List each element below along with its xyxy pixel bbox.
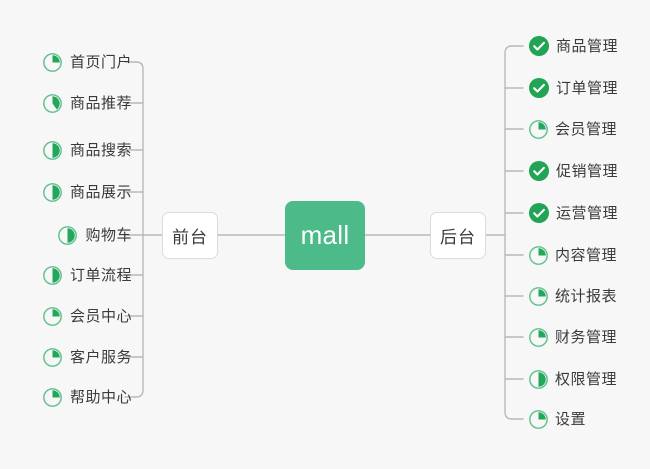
pie-progress-icon bbox=[42, 140, 63, 161]
leaf-item-label: 商品搜索 bbox=[69, 141, 132, 159]
pie-progress-icon bbox=[528, 369, 549, 390]
pie-progress-icon bbox=[42, 93, 63, 114]
leaf-item-label: 财务管理 bbox=[555, 328, 618, 346]
pie-progress-icon bbox=[57, 225, 78, 246]
leaf-item-label: 统计报表 bbox=[555, 287, 618, 305]
leaf-item[interactable]: 会员管理 bbox=[528, 117, 617, 141]
leaf-item[interactable]: 财务管理 bbox=[528, 325, 617, 349]
branch-node-backend-label: 后台 bbox=[440, 228, 476, 247]
branch-node-frontend[interactable]: 前台 bbox=[162, 212, 218, 259]
leaf-item[interactable]: 购物车 bbox=[57, 223, 132, 247]
leaf-item-label: 运营管理 bbox=[556, 204, 619, 222]
leaf-item[interactable]: 商品展示 bbox=[42, 180, 132, 204]
leaf-item-label: 会员中心 bbox=[69, 307, 132, 325]
leaf-item[interactable]: 设置 bbox=[528, 407, 586, 431]
pie-progress-icon bbox=[528, 327, 549, 348]
leaf-item[interactable]: 促销管理 bbox=[528, 159, 618, 183]
leaf-item[interactable]: 订单管理 bbox=[528, 76, 618, 100]
pie-progress-icon bbox=[42, 306, 63, 327]
leaf-item-label: 首页门户 bbox=[69, 53, 132, 71]
pie-progress-icon bbox=[528, 286, 549, 307]
pie-progress-icon bbox=[528, 409, 549, 430]
leaf-item-label: 商品推荐 bbox=[69, 94, 132, 112]
pie-progress-icon bbox=[42, 182, 63, 203]
leaf-item-label: 商品管理 bbox=[556, 37, 619, 55]
root-node-mall[interactable]: mall bbox=[285, 201, 365, 270]
branch-node-backend[interactable]: 后台 bbox=[430, 212, 486, 259]
leaf-item[interactable]: 内容管理 bbox=[528, 243, 617, 267]
leaf-item[interactable]: 帮助中心 bbox=[42, 385, 132, 409]
pie-progress-icon bbox=[528, 119, 549, 140]
pie-progress-icon bbox=[42, 347, 63, 368]
leaf-item-label: 订单管理 bbox=[556, 79, 619, 97]
pie-progress-icon bbox=[528, 245, 549, 266]
leaf-item-label: 帮助中心 bbox=[69, 388, 132, 406]
check-circle-icon bbox=[528, 77, 550, 99]
leaf-item[interactable]: 商品搜索 bbox=[42, 138, 132, 162]
leaf-item-label: 权限管理 bbox=[555, 370, 618, 388]
leaf-item[interactable]: 客户服务 bbox=[42, 345, 132, 369]
leaf-item-label: 客户服务 bbox=[69, 348, 132, 366]
leaf-item-label: 订单流程 bbox=[69, 266, 132, 284]
leaf-item[interactable]: 商品管理 bbox=[528, 34, 618, 58]
leaf-item-label: 促销管理 bbox=[556, 162, 619, 180]
leaf-item-label: 内容管理 bbox=[555, 246, 618, 264]
branch-node-frontend-label: 前台 bbox=[172, 228, 208, 247]
leaf-item[interactable]: 运营管理 bbox=[528, 201, 618, 225]
leaf-item-label: 设置 bbox=[555, 410, 587, 428]
leaf-item-label: 购物车 bbox=[85, 226, 132, 244]
check-circle-icon bbox=[528, 35, 550, 57]
leaf-item[interactable]: 商品推荐 bbox=[42, 91, 132, 115]
leaf-item[interactable]: 权限管理 bbox=[528, 367, 617, 391]
pie-progress-icon bbox=[42, 387, 63, 408]
pie-progress-icon bbox=[42, 265, 63, 286]
leaf-item-label: 会员管理 bbox=[555, 120, 618, 138]
check-circle-icon bbox=[528, 202, 550, 224]
root-node-label: mall bbox=[300, 220, 350, 250]
leaf-item[interactable]: 会员中心 bbox=[42, 304, 132, 328]
pie-progress-icon bbox=[42, 52, 63, 73]
leaf-item[interactable]: 统计报表 bbox=[528, 284, 617, 308]
leaf-item-label: 商品展示 bbox=[69, 183, 132, 201]
leaf-item[interactable]: 首页门户 bbox=[42, 50, 132, 74]
check-circle-icon bbox=[528, 160, 550, 182]
leaf-item[interactable]: 订单流程 bbox=[42, 263, 132, 287]
